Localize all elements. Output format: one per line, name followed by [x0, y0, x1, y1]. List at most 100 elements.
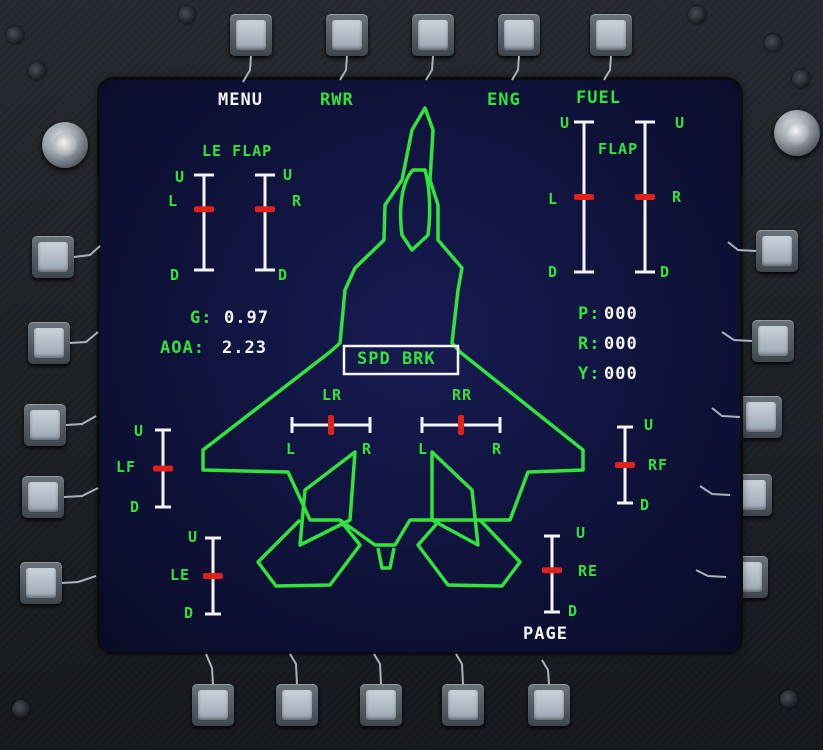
le-flap-left-scale	[194, 173, 214, 272]
osb-right-2[interactable]	[752, 320, 794, 362]
osb-top-3[interactable]	[412, 14, 454, 56]
osb-top-1[interactable]	[230, 14, 272, 56]
rf-u: U	[644, 416, 655, 434]
flap-left-u: U	[560, 114, 571, 132]
re-scale	[544, 534, 560, 614]
aoa-value: 2.23	[222, 338, 267, 358]
page-label: PAGE	[523, 624, 568, 644]
flap-right-u: U	[675, 114, 686, 132]
flap-right-r: R	[672, 188, 683, 206]
osb-right-1[interactable]	[756, 230, 798, 272]
flap-left-d: D	[548, 263, 559, 281]
osb-bottom-5[interactable]	[528, 684, 570, 726]
g-value: 0.97	[224, 308, 269, 328]
le-flap-right-u: U	[283, 166, 294, 184]
y-value: 000	[604, 364, 638, 384]
lf-u: U	[134, 422, 145, 440]
flap-left-l: L	[548, 190, 559, 208]
speed-brake-label: SPD BRK	[357, 349, 436, 369]
scales	[155, 120, 655, 616]
tail-center	[376, 547, 396, 570]
lr-l: L	[286, 440, 297, 458]
flap-right-d: D	[660, 263, 671, 281]
osb-stems	[61, 55, 757, 685]
le-indicator	[203, 573, 223, 579]
lr-r: R	[362, 440, 373, 458]
eng-label: ENG	[487, 90, 521, 110]
rf-label: RF	[648, 456, 669, 474]
osb-top-2[interactable]	[326, 14, 368, 56]
aircraft-outline	[201, 106, 585, 588]
indicators	[153, 194, 655, 579]
osb-bottom-3[interactable]	[360, 684, 402, 726]
osb-left-1[interactable]	[32, 236, 74, 278]
lf-label: LF	[116, 458, 137, 476]
rr-label: RR	[452, 386, 473, 404]
aircraft-canopy	[398, 168, 432, 252]
menu-label: MENU	[218, 90, 263, 110]
bezel-screw	[780, 690, 798, 708]
p-label: P:	[578, 304, 601, 324]
speed-brake-box	[342, 344, 460, 376]
le-flap-right-d: D	[278, 266, 289, 284]
bezel-screw	[792, 70, 810, 88]
osb-bottom-4[interactable]	[442, 684, 484, 726]
osb-left-4[interactable]	[22, 476, 64, 518]
bezel-screw	[688, 6, 706, 24]
right-vertical-tail	[430, 450, 480, 547]
bezel-screw	[12, 700, 30, 718]
bezel-screw	[764, 34, 782, 52]
y-label: Y:	[578, 364, 601, 384]
lr-label: LR	[322, 386, 343, 404]
osb-bottom-2[interactable]	[276, 684, 318, 726]
brightness-knob-left[interactable]	[42, 122, 88, 168]
le-flap-right-r: R	[292, 192, 303, 210]
osb-left-2[interactable]	[28, 322, 70, 364]
osb-top-5[interactable]	[590, 14, 632, 56]
osb-left-3[interactable]	[24, 404, 66, 446]
re-label: RE	[578, 562, 599, 580]
le-flap-left-l: L	[168, 192, 179, 210]
bezel-screw	[28, 62, 46, 80]
rr-r: R	[492, 440, 503, 458]
lf-indicator	[153, 465, 173, 472]
flap-title: FLAP	[598, 140, 639, 158]
osb-left-5[interactable]	[20, 562, 62, 604]
le-d: D	[184, 604, 195, 622]
bezel-screw	[178, 6, 196, 24]
r-label: R:	[578, 334, 601, 354]
le-label: LE	[170, 566, 191, 584]
osb-bottom-1[interactable]	[192, 684, 234, 726]
osb-right-3[interactable]	[740, 396, 782, 438]
le-flap-title: LE FLAP	[202, 142, 273, 160]
rr-indicator	[458, 415, 464, 435]
le-flap-right-indicator	[255, 206, 275, 213]
rwr-label: RWR	[320, 90, 354, 110]
re-d: D	[568, 602, 579, 620]
le-flap-left-u: U	[175, 168, 186, 186]
lr-indicator	[328, 415, 334, 435]
rf-indicator	[615, 462, 635, 468]
rr-l: L	[418, 440, 429, 458]
le-flap-right-scale	[255, 173, 275, 272]
le-flap-left-indicator	[194, 206, 214, 213]
aircraft-fuselage-wings	[201, 106, 585, 547]
left-vertical-tail	[298, 450, 357, 547]
rf-d: D	[640, 496, 651, 514]
re-u: U	[576, 524, 587, 542]
flap-right-indicator	[635, 194, 655, 200]
lf-d: D	[130, 498, 141, 516]
flap-left-indicator	[574, 194, 594, 200]
osb-top-4[interactable]	[498, 14, 540, 56]
le-flap-left-d: D	[170, 266, 181, 284]
g-label: G:	[190, 308, 213, 328]
r-value: 000	[604, 334, 638, 354]
left-horizontal-tail	[256, 518, 362, 588]
p-value: 000	[604, 304, 638, 324]
right-horizontal-tail	[416, 518, 522, 588]
brightness-knob-right[interactable]	[774, 110, 820, 156]
re-indicator	[542, 567, 562, 574]
bezel-screw	[6, 26, 24, 44]
fuel-label: FUEL	[576, 88, 621, 108]
